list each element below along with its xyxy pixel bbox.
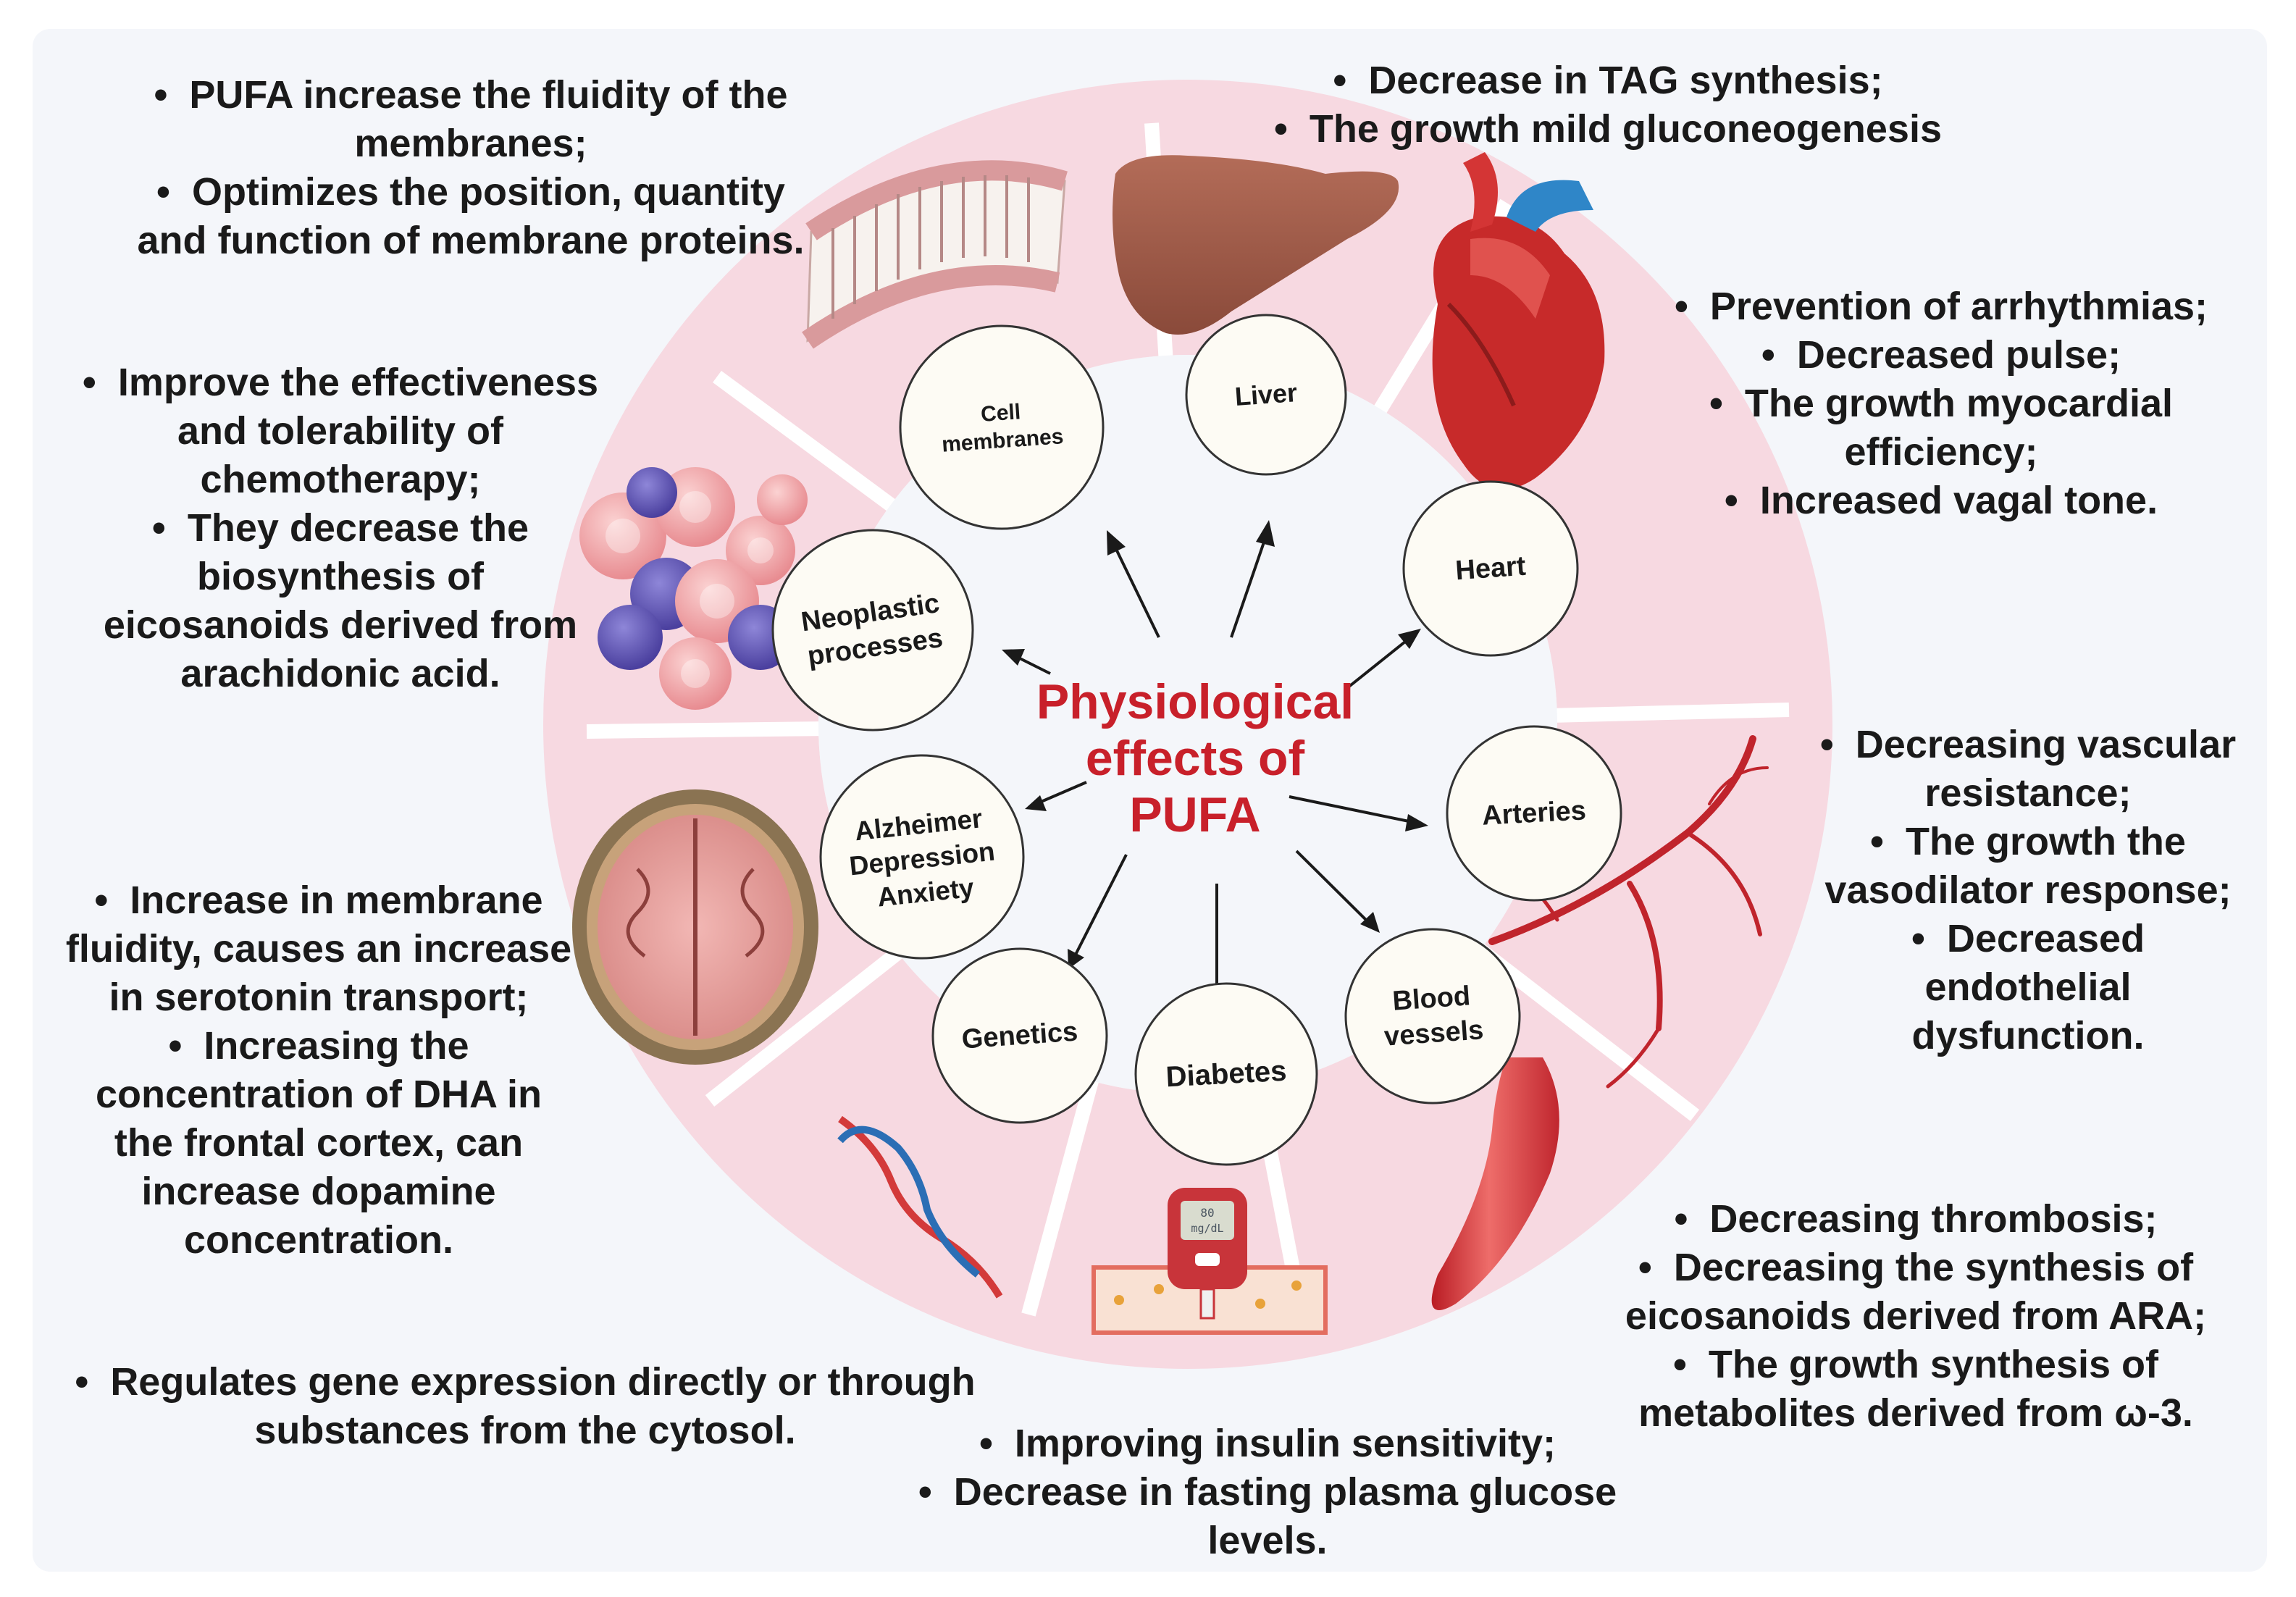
node-circle-heart bbox=[1402, 480, 1579, 657]
text-line: They decrease the bbox=[43, 504, 637, 553]
heart-illustration bbox=[1432, 152, 1605, 490]
node-circle-blood-vessels bbox=[1344, 928, 1521, 1105]
text-line: metabolites derived from ω-3. bbox=[1638, 1391, 2193, 1435]
node-label-genetics: Genetics bbox=[960, 1015, 1079, 1055]
text-line: Decreased bbox=[1782, 915, 2274, 963]
text-line: fluidity, causes an increase bbox=[65, 927, 572, 971]
text-line: Decreased pulse; bbox=[1622, 331, 2260, 380]
text-line: increase dopamine bbox=[141, 1170, 496, 1213]
text-line: eicosanoids derived from ARA; bbox=[1625, 1294, 2207, 1338]
node-circle-neuro bbox=[819, 754, 1025, 960]
text-line: Regulates gene expression directly or th… bbox=[51, 1358, 1000, 1407]
text-line: and function of membrane proteins. bbox=[137, 219, 805, 262]
brain-illustration bbox=[572, 789, 818, 1065]
node-circles bbox=[771, 314, 1622, 1166]
text-line: Optimizes the position, quantity bbox=[94, 168, 847, 217]
blood-vessels-effects-text: Decreasing thrombosis;Decreasing the syn… bbox=[1579, 1195, 2253, 1438]
text-line: biosynthesis of bbox=[196, 555, 485, 598]
text-line: Decreasing thrombosis; bbox=[1579, 1195, 2253, 1244]
node-label-heart: Heart bbox=[1454, 550, 1527, 586]
node-circle-genetics bbox=[931, 947, 1108, 1124]
text-line: concentration of DHA in bbox=[96, 1073, 542, 1116]
text-line: substances from the cytosol. bbox=[254, 1409, 796, 1452]
text-line: Decreasing the synthesis of bbox=[1579, 1244, 2253, 1292]
text-line: Decreasing vascular bbox=[1782, 721, 2274, 769]
text-line: resistance; bbox=[1924, 771, 2132, 815]
meter-value: 80 bbox=[1200, 1206, 1214, 1220]
genetics-effects-text: Regulates gene expression directly or th… bbox=[51, 1358, 1000, 1455]
text-line: The growth synthesis of bbox=[1579, 1341, 2253, 1389]
text-line: efficiency; bbox=[1844, 430, 2038, 474]
text-line: arachidonic acid. bbox=[180, 652, 500, 695]
text-line: Improve the effectiveness bbox=[43, 359, 637, 407]
node-circle-cell-membranes bbox=[899, 324, 1105, 530]
node-label-arteries: Arteries bbox=[1481, 795, 1587, 831]
text-line: endothelial bbox=[1924, 965, 2132, 1009]
text-line: Decrease in TAG synthesis; bbox=[1246, 56, 1970, 105]
text-line: Improving insulin sensitivity; bbox=[884, 1420, 1651, 1468]
text-line: dysfunction. bbox=[1911, 1014, 2145, 1057]
text-line: in serotonin transport; bbox=[109, 976, 529, 1019]
text-line: Increased vagal tone. bbox=[1622, 477, 2260, 525]
text-line: The growth myocardial bbox=[1622, 380, 2260, 428]
text-line: eicosanoids derived from bbox=[103, 603, 578, 647]
arrows bbox=[1002, 520, 1428, 1010]
node-circle-arteries bbox=[1446, 725, 1622, 902]
text-line: PUFA increase the fluidity of the bbox=[94, 71, 847, 120]
meter-unit: mg/dL bbox=[1191, 1222, 1223, 1235]
text-line: levels. bbox=[1207, 1519, 1328, 1562]
text-line: membranes; bbox=[354, 122, 587, 165]
text-line: concentration. bbox=[183, 1218, 454, 1262]
node-circle-liver bbox=[1185, 314, 1347, 476]
text-line: the frontal cortex, can bbox=[114, 1121, 524, 1165]
liver-illustration bbox=[1113, 155, 1399, 335]
diabetes-effects-text: Improving insulin sensitivity;Decrease i… bbox=[884, 1420, 1651, 1565]
cell-membrane-illustration bbox=[802, 160, 1068, 349]
dna-helix-illustration bbox=[837, 1115, 1003, 1299]
membranes-effects-text: PUFA increase the fluidity of themembran… bbox=[94, 71, 847, 265]
heart-effects-text: Prevention of arrhythmias;Decreased puls… bbox=[1622, 282, 2260, 525]
text-line: vasodilator response; bbox=[1824, 868, 2232, 912]
text-line: The growth mild gluconeogenesis bbox=[1246, 105, 1970, 154]
glucose-meter-illustration: 80 mg/dL bbox=[1092, 1188, 1328, 1335]
node-circle-diabetes bbox=[1134, 982, 1318, 1166]
node-circle-neoplastic bbox=[771, 529, 974, 732]
text-line: and tolerability of bbox=[177, 409, 504, 453]
liver-effects-text: Decrease in TAG synthesis;The growth mil… bbox=[1246, 56, 1970, 154]
text-line: Decrease in fasting plasma glucose bbox=[884, 1468, 1651, 1517]
center-title: Physiological effects of PUFA bbox=[1036, 674, 1354, 842]
text-line: Increase in membrane bbox=[43, 876, 594, 925]
text-line: chemotherapy; bbox=[200, 458, 481, 501]
node-label-liver: Liver bbox=[1233, 377, 1299, 411]
blood-vessel-illustration bbox=[1431, 1057, 1559, 1310]
text-line: Increasing the bbox=[43, 1022, 594, 1070]
text-line: Prevention of arrhythmias; bbox=[1622, 282, 2260, 331]
text-line: The growth the bbox=[1782, 818, 2274, 866]
node-label-diabetes: Diabetes bbox=[1165, 1055, 1288, 1093]
